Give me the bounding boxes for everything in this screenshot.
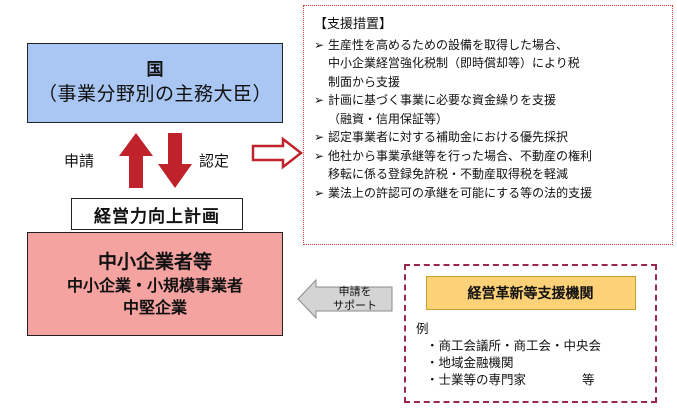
bullet-arrow-icon: ➢ bbox=[314, 37, 325, 52]
measure-item: ➢ 生産性を高めるための設備を取得した場合、 中小企業経営強化税制（即時償却等）… bbox=[314, 36, 664, 92]
approve-label: 認定 bbox=[199, 152, 230, 170]
bullet-arrow-icon: ➢ bbox=[314, 93, 325, 107]
bullet-arrow-icon: ➢ bbox=[314, 148, 325, 163]
support-measures-box: 【支援措置】 ➢ 生産性を高めるための設備を取得した場合、 中小企業経営強化税制… bbox=[303, 5, 673, 245]
example-etc: 等 bbox=[582, 372, 595, 387]
apply-label: 申請 bbox=[64, 152, 95, 170]
apply-arrow-icon bbox=[119, 133, 153, 188]
measures-list: ➢ 生産性を高めるための設備を取得した場合、 中小企業経営強化税制（即時償却等）… bbox=[314, 36, 664, 203]
example-item-text: ・士業等の専門家 bbox=[426, 372, 527, 387]
example-item: ・商工会議所・商工会・中央会 bbox=[416, 337, 645, 354]
sme-box: 中小企業者等 中小企業・小規模事業者 中堅企業 bbox=[27, 232, 283, 336]
example-item: ・士業等の専門家 等 bbox=[416, 371, 645, 388]
measure-line: 他社から事業承継等を行った場合、不動産の権利 bbox=[328, 148, 593, 163]
bullet-arrow-icon: ➢ bbox=[314, 130, 325, 144]
sme-title: 中小企業者等 bbox=[97, 251, 212, 273]
sme-line-small: 中小企業・小規模事業者 bbox=[66, 276, 243, 295]
measure-line: 計画に基づく事業に必要な資金繰りを支援 bbox=[328, 93, 557, 107]
measures-heading: 【支援措置】 bbox=[314, 17, 393, 32]
measure-line: 業法上の許認可の承継を可能にする等の法的支援 bbox=[328, 185, 593, 200]
support-org-examples: 例 ・商工会議所・商工会・中央会 ・地域金融機関 ・士業等の専門家 等 bbox=[416, 320, 645, 388]
bullet-arrow-icon: ➢ bbox=[314, 185, 325, 200]
example-item: ・地域金融機関 bbox=[416, 354, 645, 371]
support-arrow-label: 申請を サポート bbox=[327, 285, 383, 313]
support-org-title: 経営革新等支援機関 bbox=[425, 276, 636, 310]
measure-line: 認定事業者に対する補助金における優先採択 bbox=[328, 130, 569, 144]
to-measures-arrow-icon bbox=[251, 136, 304, 170]
measure-line: 中小企業経営強化税制（即時償却等）により税 bbox=[328, 56, 580, 70]
measure-item: ➢ 計画に基づく事業に必要な資金繰りを支援 （融資・信用保証等） bbox=[314, 91, 664, 128]
plan-label: 経営力向上計画 bbox=[71, 198, 243, 230]
example-item-text: ・地域金融機関 bbox=[426, 355, 514, 370]
measure-item: ➢ 認定事業者に対する補助金における優先採択 bbox=[314, 128, 664, 147]
support-arrow-icon bbox=[297, 278, 393, 320]
government-title: 国 bbox=[146, 60, 164, 80]
government-box: 国 （事業分野別の主務大臣） bbox=[27, 43, 283, 123]
government-subtitle: （事業分野別の主務大臣） bbox=[37, 83, 272, 105]
measure-item: ➢ 他社から事業承継等を行った場合、不動産の権利 移転に係る登録免許税・不動産取… bbox=[314, 147, 664, 184]
support-org-box: 経営革新等支援機関 例 ・商工会議所・商工会・中央会 ・地域金融機関 ・士業等の… bbox=[404, 264, 657, 403]
support-arrow-text: 申請を サポート bbox=[333, 285, 377, 312]
measure-line: 生産性を高めるための設備を取得した場合、 bbox=[328, 37, 569, 52]
measure-item: ➢ 業法上の許認可の承継を可能にする等の法的支援 bbox=[314, 184, 664, 203]
approve-arrow-icon bbox=[158, 133, 192, 188]
example-item-text: ・商工会議所・商工会・中央会 bbox=[426, 338, 602, 353]
example-label: 例 bbox=[416, 321, 429, 336]
measure-line: 移転に係る登録免許税・不動産取得税を軽減 bbox=[328, 167, 569, 181]
measure-line: （融資・信用保証等） bbox=[328, 111, 449, 126]
sme-line-midsize: 中堅企業 bbox=[122, 298, 187, 317]
measure-line: 制面から支援 bbox=[328, 74, 401, 89]
